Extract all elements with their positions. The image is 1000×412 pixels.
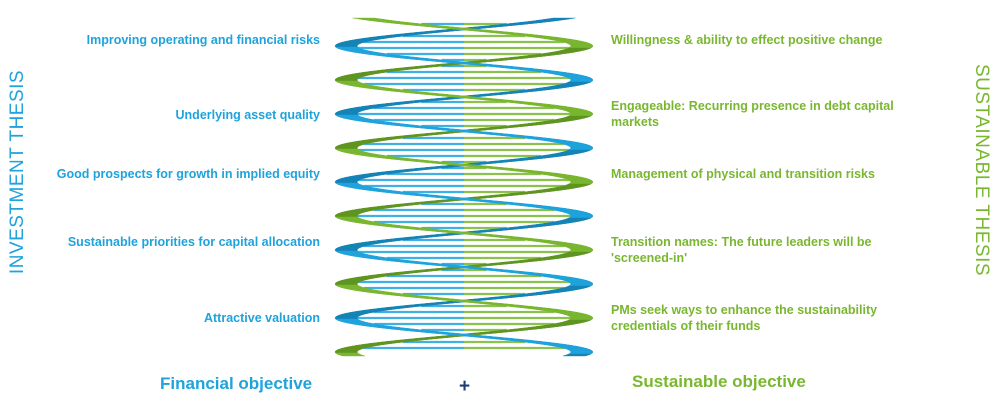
- left-item-2: Underlying asset quality: [175, 108, 320, 122]
- sustainable-thesis-title: SUSTAINABLE THESIS: [971, 63, 992, 277]
- helix-rungs: [356, 22, 572, 350]
- helix-strands: [334, 17, 594, 357]
- left-item-1: Improving operating and financial risks: [86, 33, 320, 47]
- right-item-4: Transition names: The future leaders wil…: [611, 235, 872, 265]
- right-item-2: Engageable: Recurring presence in debt c…: [611, 99, 894, 129]
- right-item-1: Willingness & ability to effect positive…: [611, 33, 883, 47]
- sustainable-objective-label: Sustainable objective: [632, 372, 806, 391]
- right-item-3: Management of physical and transition ri…: [611, 167, 875, 181]
- financial-objective-label: Financial objective: [160, 374, 313, 393]
- left-item-3: Good prospects for growth in implied equ…: [56, 167, 320, 181]
- plus-sign: +: [459, 376, 471, 397]
- left-item-4: Sustainable priorities for capital alloc…: [67, 235, 320, 249]
- right-item-5: PMs seek ways to enhance the sustainabil…: [611, 303, 878, 333]
- investment-thesis-title: INVESTMENT THESIS: [7, 69, 28, 275]
- left-item-5: Attractive valuation: [203, 311, 320, 325]
